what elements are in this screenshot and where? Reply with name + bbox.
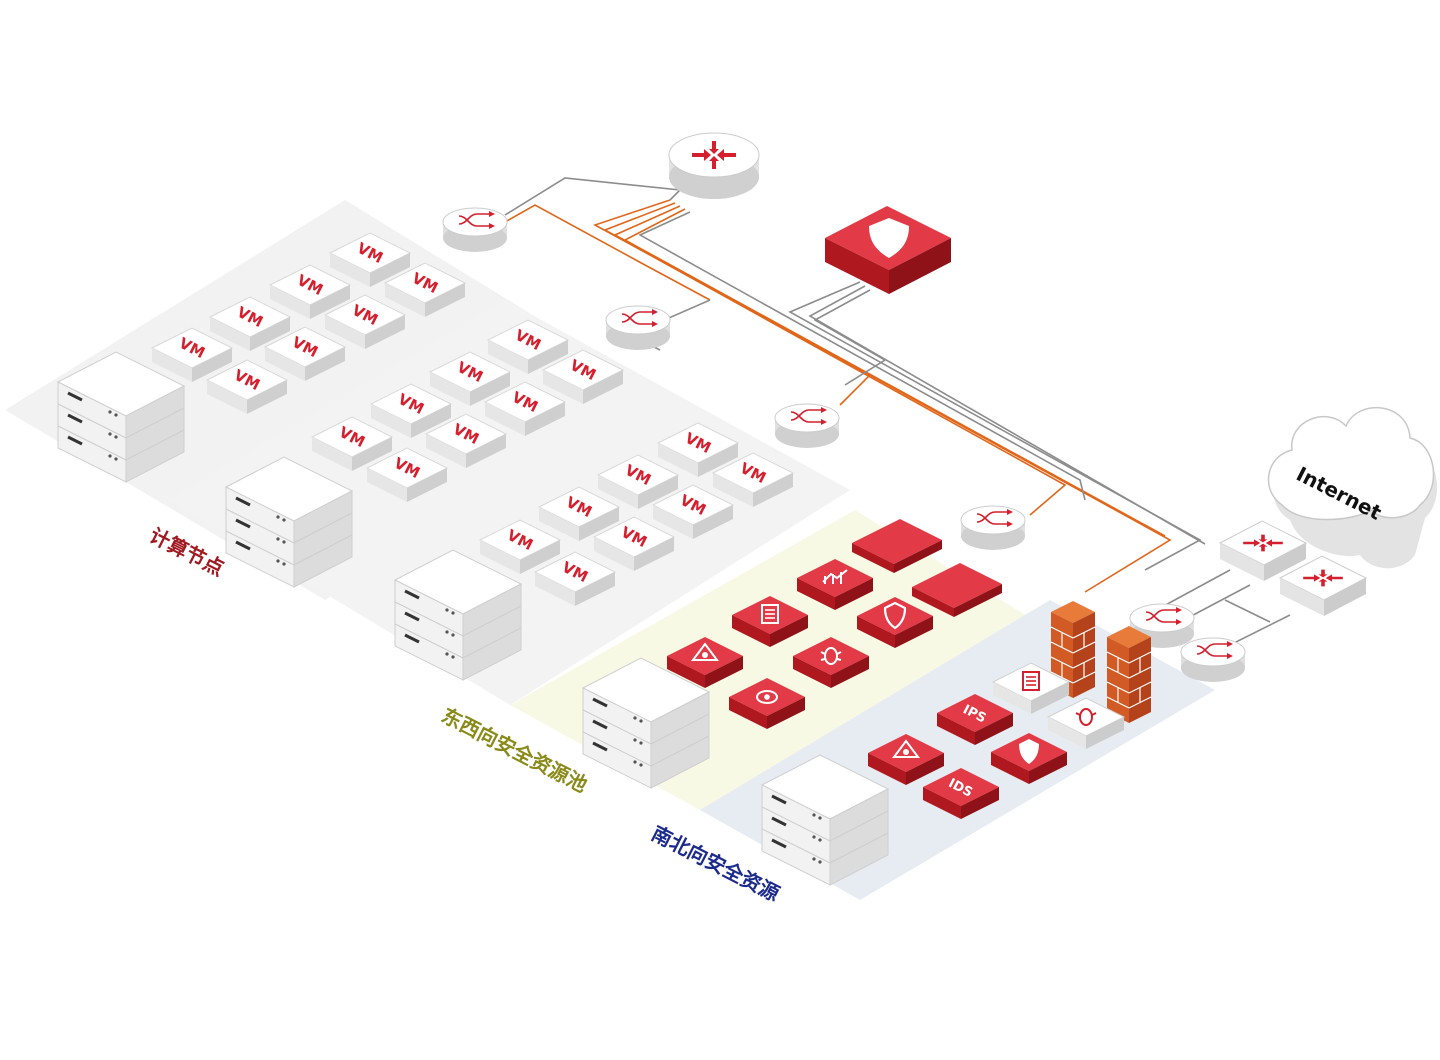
vm-tile: VM bbox=[484, 381, 566, 437]
shield-icon bbox=[883, 601, 907, 630]
switch-4 bbox=[960, 505, 1026, 551]
ns-waf-device bbox=[868, 734, 944, 785]
waf-icon bbox=[691, 642, 719, 661]
vm-tile: VM bbox=[479, 519, 561, 575]
vm-tile: VM bbox=[311, 416, 393, 472]
ns-antivirus-device bbox=[1047, 697, 1125, 750]
vm-tile: VM bbox=[151, 327, 233, 383]
eye-icon bbox=[756, 690, 778, 704]
bug-icon bbox=[1075, 708, 1097, 726]
vm-tile: VM bbox=[366, 447, 448, 503]
vm-tile: VM bbox=[593, 516, 675, 572]
internet-cloud: Internet bbox=[1267, 406, 1438, 569]
document-icon bbox=[1022, 671, 1040, 691]
switch-3 bbox=[774, 403, 840, 449]
analytics-device bbox=[797, 559, 873, 610]
core-router bbox=[668, 132, 760, 199]
vm-tile: VM bbox=[597, 454, 679, 510]
document-icon bbox=[761, 604, 779, 624]
waf-icon bbox=[892, 739, 920, 758]
monitor-device bbox=[729, 678, 805, 729]
ns-log-device bbox=[992, 662, 1070, 715]
switch-2 bbox=[605, 305, 671, 351]
switch-6 bbox=[1180, 637, 1246, 683]
shield-icon bbox=[1019, 739, 1039, 764]
vm-tile: VM bbox=[324, 294, 406, 350]
vm-tile: VM bbox=[652, 484, 734, 540]
vm-layer: VMVMVMVMVMVMVMVMVMVMVMVMVMVMVMVMVMVMVMVM… bbox=[151, 232, 794, 607]
bug-icon bbox=[820, 647, 842, 665]
ew-firewall-device bbox=[857, 597, 933, 648]
vm-tile: VM bbox=[712, 452, 794, 508]
security-controller bbox=[825, 206, 951, 294]
vm-tile: VM bbox=[534, 551, 616, 607]
waf-device bbox=[667, 637, 743, 688]
vm-tile: VM bbox=[429, 351, 511, 407]
switch-1 bbox=[442, 207, 508, 253]
chart-icon bbox=[822, 569, 848, 584]
vm-tile: VM bbox=[487, 319, 569, 375]
compute-panel-2 bbox=[170, 300, 850, 705]
ids-device: IDS bbox=[923, 768, 999, 819]
antivirus-device bbox=[793, 637, 869, 688]
vm-tile: VM bbox=[425, 413, 507, 469]
vm-tile: VM bbox=[370, 383, 452, 439]
ips-device: IPS bbox=[937, 694, 1013, 745]
vm-tile: VM bbox=[542, 349, 624, 405]
edge-router-1 bbox=[1218, 520, 1308, 581]
vm-tile: VM bbox=[538, 486, 620, 542]
vm-tile: VM bbox=[269, 264, 351, 320]
vm-tile: VM bbox=[657, 422, 739, 478]
log-audit-device bbox=[732, 596, 808, 647]
compute-panel-1 bbox=[5, 200, 655, 600]
vm-tile: VM bbox=[384, 262, 466, 318]
vm-tile: VM bbox=[206, 359, 288, 415]
shield-icon bbox=[869, 218, 909, 258]
vm-tile: VM bbox=[264, 326, 346, 382]
links bbox=[504, 177, 1291, 656]
vm-tile: VM bbox=[329, 232, 411, 288]
vm-tile: VM bbox=[209, 296, 291, 352]
ns-firewall-device bbox=[991, 733, 1067, 784]
edge-router-2 bbox=[1278, 555, 1368, 616]
firewall-icon bbox=[1106, 625, 1152, 724]
